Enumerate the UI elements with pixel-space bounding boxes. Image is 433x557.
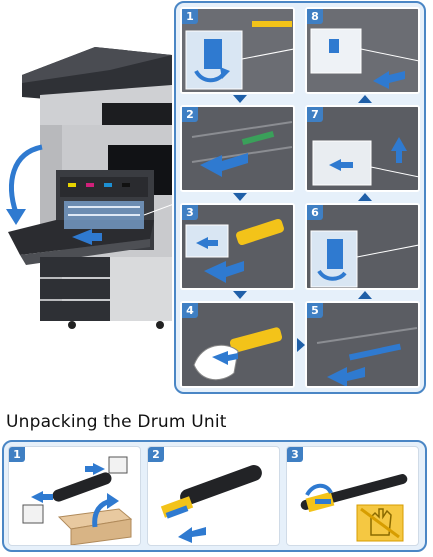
- unpack-2-illustration: [160, 465, 262, 543]
- step-number-1: 1: [182, 9, 198, 24]
- step-panel-1: 1: [180, 7, 295, 94]
- unpack-step-number-3: 3: [287, 447, 303, 462]
- unpack-panel-1: 1: [8, 446, 141, 546]
- step-panel-8: 8: [305, 7, 420, 94]
- step-5-illustration: [307, 303, 418, 386]
- flow-triangle-icon: [358, 291, 372, 299]
- unpack-1-illustration: [22, 456, 133, 545]
- step-number-5: 5: [307, 303, 323, 318]
- unpack-3-illustration: [300, 474, 408, 542]
- section-title: Unpacking the Drum Unit: [6, 412, 227, 432]
- step-panel-3: 3: [180, 203, 295, 290]
- step-panel-6: 6: [305, 203, 420, 290]
- step-8-illustration: [307, 9, 418, 92]
- step-number-3: 3: [182, 205, 198, 220]
- step-panel-7: 7: [305, 105, 420, 192]
- printer-illustration: [6, 47, 180, 329]
- unpack-panel-2: 2: [147, 446, 280, 546]
- flow-triangle-icon: [358, 193, 372, 201]
- unpack-step-number-2: 2: [148, 447, 164, 462]
- flow-triangle-icon: [358, 95, 372, 103]
- flow-triangle-icon: [233, 193, 247, 201]
- step-number-4: 4: [182, 303, 198, 318]
- step-number-8: 8: [307, 9, 323, 24]
- unpack-panel-3: 3: [286, 446, 419, 546]
- step-6-illustration: [307, 205, 418, 288]
- flow-triangle-icon: [233, 95, 247, 103]
- step-2-illustration: [182, 107, 293, 190]
- step-number-6: 6: [307, 205, 323, 220]
- step-number-7: 7: [307, 107, 323, 122]
- step-panel-5: 5: [305, 301, 420, 388]
- replacement-steps-frame: 1 2 3 4: [174, 1, 426, 394]
- step-3-illustration: [182, 205, 293, 288]
- step-1-illustration: [182, 9, 293, 92]
- unpack-step-number-1: 1: [9, 447, 25, 462]
- flow-triangle-icon: [297, 338, 305, 352]
- step-4-illustration: [182, 303, 293, 386]
- flow-triangle-icon: [233, 291, 247, 299]
- step-7-illustration: [307, 107, 418, 190]
- unpacking-steps-frame: 1 2 3: [2, 440, 427, 552]
- step-number-2: 2: [182, 107, 198, 122]
- step-panel-2: 2: [180, 105, 295, 192]
- step-panel-4: 4: [180, 301, 295, 388]
